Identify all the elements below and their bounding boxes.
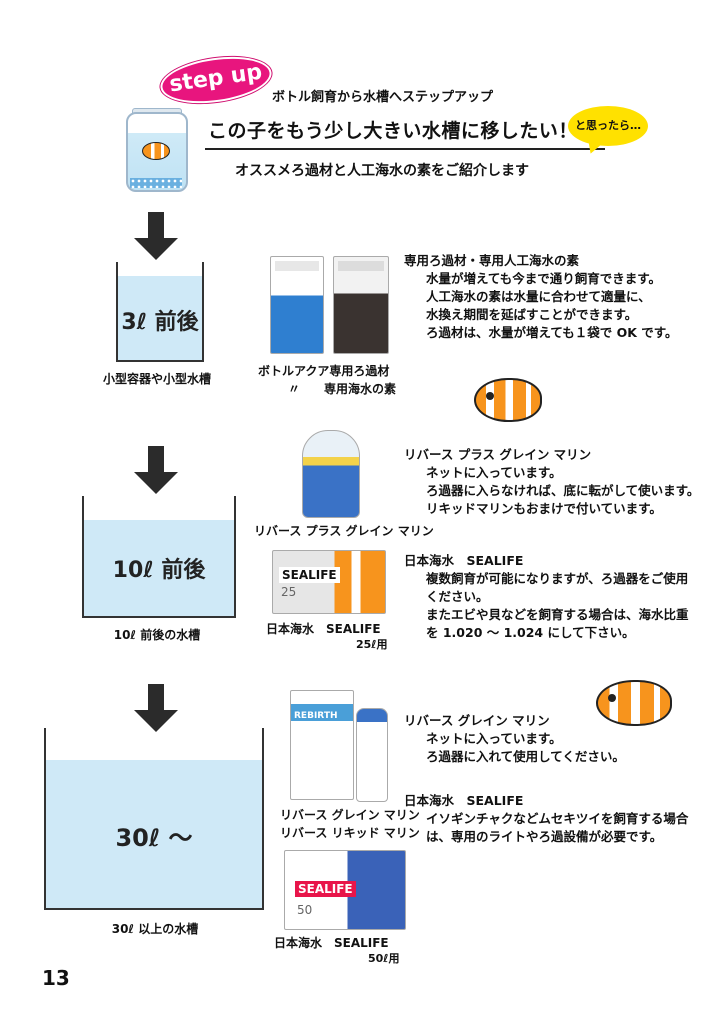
description-line: またエビや貝などを飼育する場合は、海水比重 <box>426 607 689 622</box>
product-caption: リバース グレイン マリン <box>280 808 420 822</box>
intro-text: オススメろ過材と人工海水の素をご紹介します <box>235 163 529 179</box>
headline-underline <box>205 148 605 150</box>
rebirth-box-image: REBIRTH <box>290 690 354 800</box>
rebirth-logo: REBIRTH <box>294 711 338 721</box>
headline: この子をもう少し大きい水槽に移したい！ <box>208 120 578 142</box>
subtitle: ボトル飼育から水槽へステップアップ <box>272 90 494 105</box>
bottle-jar-image <box>126 112 188 192</box>
product-caption: リバース リキッド マリン <box>280 826 420 840</box>
description-block: リバース グレイン マリン ネットに入っています。 ろ過器に入れて使用してくださ… <box>404 712 704 766</box>
description-line: は、専用のライトやろ過設備が必要です。 <box>426 829 663 844</box>
sealife-25-package-image: SEALIFE 25 <box>272 550 386 614</box>
description-line: ネットに入っています。 <box>426 465 562 480</box>
down-arrow-icon <box>134 212 178 260</box>
description-line: 複数飼育が可能になりますが、ろ過器をご使用 <box>426 571 689 586</box>
clownfish-icon <box>474 378 542 422</box>
tank-caption: 小型容器や小型水槽 <box>102 372 211 386</box>
sealife-50-package-image: SEALIFE 50 <box>284 850 406 930</box>
product-caption: 日本海水 SEALIFE <box>274 936 389 950</box>
sealife-logo: SEALIFE <box>295 881 356 897</box>
tank-caption: 10ℓ 前後の水槽 <box>113 628 201 642</box>
tank-label: 10ℓ 前後 <box>112 558 206 583</box>
description-heading: リバース グレイン マリン <box>404 713 550 728</box>
description-line: ネットに入っています。 <box>426 731 562 746</box>
jar-gravel <box>130 178 182 188</box>
description-block: リバース プラス グレイン マリン ネットに入っています。 ろ過器に入らなければ… <box>404 446 704 518</box>
down-arrow-icon <box>134 684 178 732</box>
tank-water <box>84 520 234 616</box>
description-heading: 専用ろ過材・専用人工海水の素 <box>404 253 580 268</box>
rebirth-cup-image <box>302 430 360 518</box>
tank-10l: 10ℓ 前後 <box>82 496 236 618</box>
description-heading: リバース プラス グレイン マリン <box>404 447 592 462</box>
description-block: 日本海水 SEALIFE 複数飼育が可能になりますが、ろ過器をご使用 ください。… <box>404 552 704 642</box>
product-caption: 〃 専用海水の素 <box>288 382 397 396</box>
tank-30l: 30ℓ ～ <box>44 728 264 910</box>
product-caption: 25ℓ用 <box>356 638 388 651</box>
clownfish-icon <box>142 142 170 160</box>
down-arrow-icon <box>134 446 178 494</box>
tank-3l: 3ℓ 前後 <box>116 262 204 362</box>
sea-salt-package-image <box>333 256 389 354</box>
tank-water <box>118 276 202 360</box>
description-block: 専用ろ過材・専用人工海水の素 水量が増えても今まで通り飼育できます。 人工海水の… <box>404 252 704 342</box>
tank-label: 30ℓ ～ <box>115 824 193 852</box>
product-caption: リバース プラス グレイン マリン <box>254 524 434 538</box>
product-caption: 50ℓ用 <box>368 952 400 965</box>
clownfish-icon <box>596 680 672 726</box>
speech-bubble: と思ったら… <box>568 106 648 146</box>
description-line: 水換え期間を延ばすことができます。 <box>426 307 638 322</box>
description-block: 日本海水 SEALIFE イソギンチャクなどムセキツイを飼育する場合 は、専用の… <box>404 792 704 846</box>
product-caption: 日本海水 SEALIFE <box>266 622 381 636</box>
description-line: 人工海水の素は水量に合わせて適量に、 <box>426 289 651 304</box>
tank-water <box>46 760 262 908</box>
description-line: イソギンチャクなどムセキツイを飼育する場合 <box>426 811 689 826</box>
description-line: ください。 <box>426 589 489 604</box>
description-line: を 1.020 ～ 1.024 にして下さい。 <box>426 625 635 640</box>
page-number: 13 <box>42 966 70 990</box>
sealife-logo: SEALIFE <box>279 567 340 583</box>
tank-caption: 30ℓ 以上の水槽 <box>111 922 199 936</box>
description-line: ろ過器に入れて使用してください。 <box>426 749 625 764</box>
description-line: ろ過材は、水量が増えても１袋で OK です。 <box>426 325 678 340</box>
description-line: リキッドマリンもおまけで付いています。 <box>426 501 662 516</box>
step-up-badge: step up <box>157 50 275 110</box>
description-line: 水量が増えても今まで通り飼育できます。 <box>426 271 662 286</box>
filter-media-package-image <box>270 256 324 354</box>
description-line: ろ過器に入らなければ、底に転がして使います。 <box>426 483 700 498</box>
description-heading: 日本海水 SEALIFE <box>404 553 524 568</box>
package-size: 50 <box>297 903 313 917</box>
description-heading: 日本海水 SEALIFE <box>404 793 524 808</box>
rebirth-bottle-image <box>356 708 388 802</box>
product-caption: ボトルアクア専用ろ過材 <box>258 364 390 378</box>
tank-label: 3ℓ 前後 <box>121 310 199 335</box>
package-size: 25 <box>281 585 297 599</box>
